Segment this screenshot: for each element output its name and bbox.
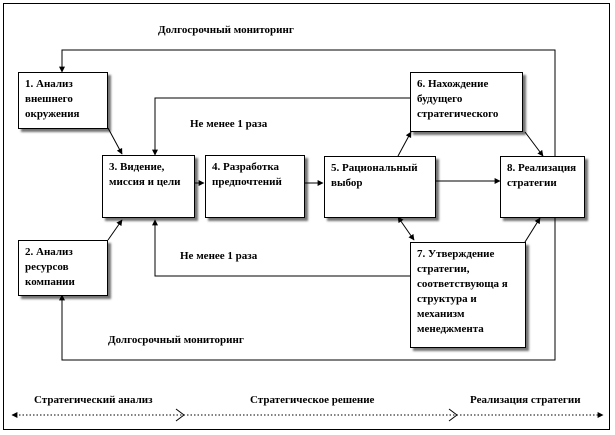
label-min-once-bottom: Не менее 1 раза bbox=[180, 250, 258, 262]
phase-strategic-decision: Стратегическое решение bbox=[250, 394, 375, 406]
box-resource-analysis: 2. Анализ ресурсов компании bbox=[18, 240, 108, 296]
phase-strategic-analysis: Стратегический анализ bbox=[34, 394, 153, 406]
feedback-top-arrow bbox=[152, 97, 410, 156]
arrow-2-to-3 bbox=[107, 219, 123, 241]
monitoring-top-arrow bbox=[59, 49, 556, 160]
box-vision-mission: 3. Видение, миссия и цели bbox=[102, 155, 195, 218]
phase-divider-1 bbox=[175, 408, 185, 416]
phase-divider-1b bbox=[175, 414, 185, 422]
arrow-1-to-3 bbox=[107, 127, 123, 155]
box-strategy-approval: 7. Утверждение стратегии, соответствующа… bbox=[410, 242, 526, 348]
arrow-7-to-8 bbox=[524, 217, 541, 243]
feedback-bottom-arrow bbox=[152, 219, 410, 277]
box-rational-choice: 5. Рациональный выбор bbox=[324, 156, 436, 218]
label-min-once-top: Не менее 1 раза bbox=[190, 118, 268, 130]
phase-strategy-implementation: Реализация стратегии bbox=[470, 394, 581, 406]
arrow-6-to-8 bbox=[524, 131, 544, 157]
box-future-strategic: 6. Нахождение будущего стратегического bbox=[410, 72, 523, 132]
label-monitoring-top: Долгосрочный мониторинг bbox=[158, 24, 294, 36]
phase-divider-2 bbox=[448, 408, 458, 416]
diagram-frame bbox=[3, 3, 610, 430]
box-preferences: 4. Разработка предпочтений bbox=[205, 155, 305, 218]
arrow-5-to-7 bbox=[397, 216, 415, 241]
box-strategy-implementation: 8. Реализация стратегии bbox=[500, 156, 585, 218]
label-monitoring-bottom: Долгосрочный мониторинг bbox=[108, 334, 244, 346]
phase-divider-2b bbox=[448, 414, 458, 422]
box-external-analysis: 1. Анализ внешнего окружения bbox=[18, 72, 108, 129]
monitoring-bottom-arrow bbox=[59, 217, 556, 361]
arrow-5-to-6 bbox=[397, 131, 412, 157]
